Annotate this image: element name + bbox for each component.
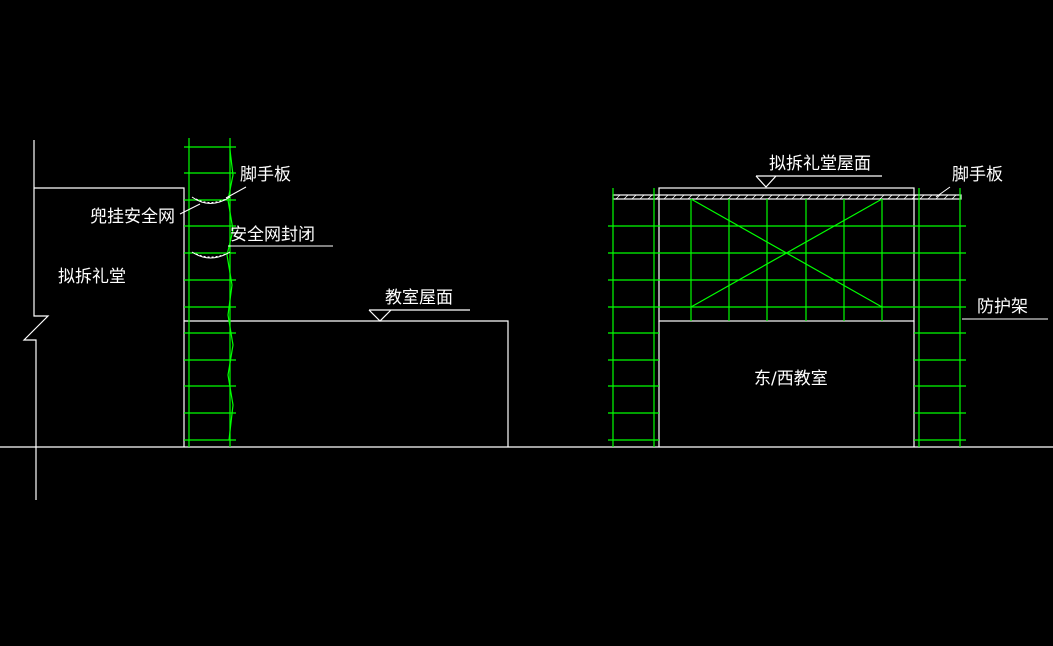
right-scaffold-right-tower xyxy=(914,188,966,447)
leader-scaffold-board-left xyxy=(225,186,247,199)
scaffold-board-hatch xyxy=(615,194,957,200)
label-hung-safety-net: 兜挂安全网 xyxy=(90,207,175,227)
roof-marker-left xyxy=(368,309,392,322)
leader-scaffold-board-right xyxy=(935,186,951,198)
right-scaffold-top-grid xyxy=(659,198,914,321)
left-scaffold xyxy=(184,138,236,447)
hung-net-pockets xyxy=(191,196,231,259)
right-scaffold-left-tower xyxy=(608,188,659,447)
label-scaffold-board-right: 脚手板 xyxy=(952,165,1003,185)
label-scaffold-board-left: 脚手板 xyxy=(240,165,291,185)
hall-roof-frame xyxy=(658,187,915,322)
classroom-outline xyxy=(184,320,509,447)
demolish-hall-outline xyxy=(34,187,185,447)
cross-brace-2 xyxy=(690,198,883,308)
label-protection-frame: 防护架 xyxy=(977,297,1028,317)
label-classroom-roof: 教室屋面 xyxy=(385,288,453,308)
left-leaders xyxy=(179,186,333,247)
break-line xyxy=(22,140,50,500)
right-elevation xyxy=(612,175,962,447)
label-hall-roof-demolish: 拟拆礼堂屋面 xyxy=(769,154,871,174)
safety-net-line xyxy=(226,149,234,441)
left-elevation xyxy=(22,140,509,500)
right-leaders xyxy=(935,186,1048,320)
label-east-west-classroom: 东/西教室 xyxy=(754,369,828,389)
label-demolish-hall: 拟拆礼堂 xyxy=(58,267,126,287)
label-safety-net-seal: 安全网封闭 xyxy=(230,225,315,245)
leader-hung-net xyxy=(179,203,201,215)
roof-marker-right xyxy=(755,175,777,188)
